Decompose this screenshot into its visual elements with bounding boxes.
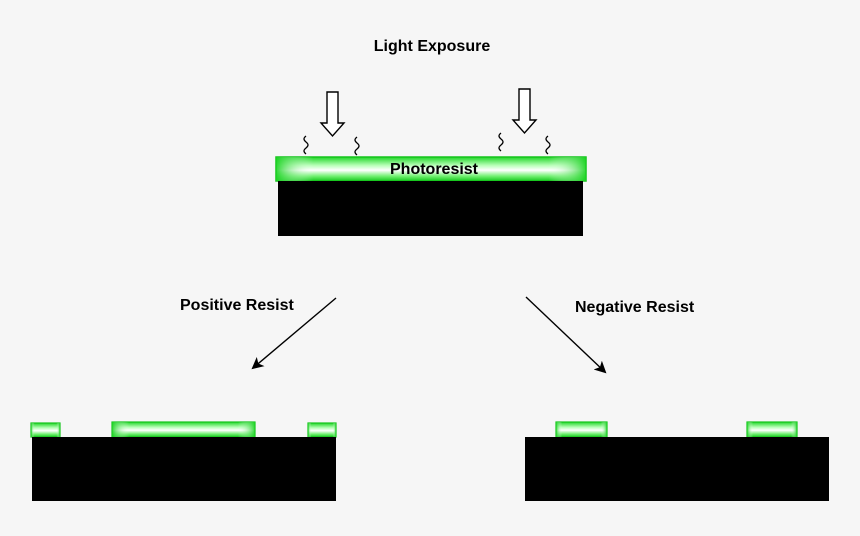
light-wave-3 (498, 132, 504, 152)
negative-resist-block-2 (746, 421, 798, 438)
negative-result (525, 421, 829, 501)
positive-resist-label: Positive Resist (180, 297, 294, 314)
positive-resist-block-1 (30, 422, 61, 438)
light-arrow-right (511, 88, 538, 135)
positive-resist-block-2 (111, 421, 256, 438)
substrate-positive (32, 437, 336, 501)
light-waves (303, 132, 551, 156)
negative-resist-label: Negative Resist (575, 299, 695, 316)
negative-direction-arrow (525, 296, 607, 374)
substrate-negative (525, 437, 829, 501)
light-wave-1 (303, 135, 309, 155)
light-arrow-left (319, 91, 346, 138)
positive-resist-block-3 (307, 422, 337, 438)
light-wave-4 (545, 135, 551, 155)
negative-resist-block-1 (555, 421, 608, 438)
photoresist-label: Photoresist (389, 161, 479, 178)
light-exposure-title: Light Exposure (373, 38, 491, 55)
light-wave-2 (354, 136, 360, 156)
photoresist-layer (275, 156, 587, 182)
positive-result (30, 421, 337, 501)
positive-direction-arrow (251, 297, 337, 370)
top-stack (275, 88, 587, 236)
substrate-top (278, 181, 583, 236)
